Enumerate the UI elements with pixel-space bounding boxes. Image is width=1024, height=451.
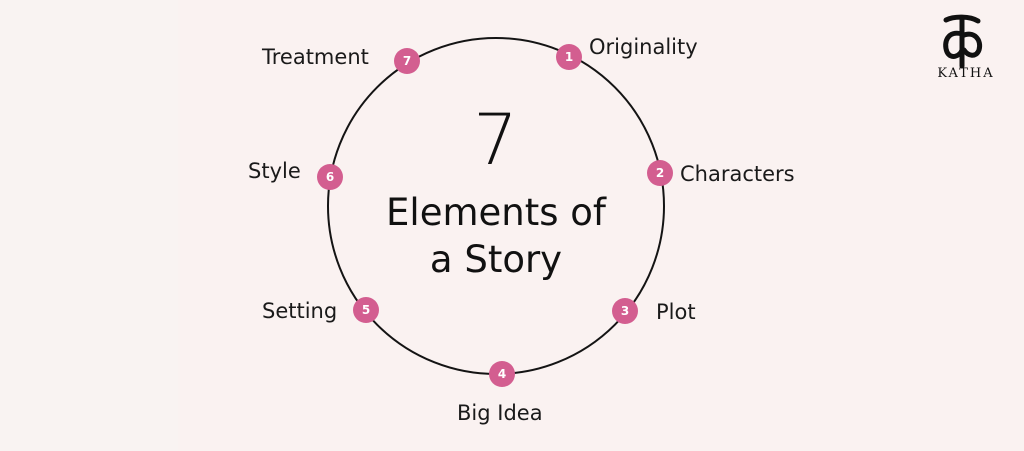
- element-node-6: 6: [317, 164, 343, 190]
- element-label-setting: Setting: [262, 299, 338, 323]
- element-node-4: 4: [489, 361, 515, 387]
- element-node-1: 1: [556, 44, 582, 70]
- center-title-line-2: a Story: [429, 238, 563, 281]
- background-band: [0, 0, 178, 451]
- katha-glyph-icon: [943, 14, 983, 69]
- element-label-plot: Plot: [656, 300, 696, 324]
- element-label-style: Style: [248, 159, 301, 183]
- element-node-2: 2: [647, 160, 673, 186]
- element-label-treatment: Treatment: [262, 45, 369, 69]
- element-node-3: 3: [612, 298, 638, 324]
- element-label-big-idea: Big Idea: [457, 401, 543, 425]
- element-label-originality: Originality: [589, 35, 698, 59]
- element-node-5: 5: [353, 297, 379, 323]
- katha-logo-text: KATHA: [937, 66, 995, 81]
- element-node-7: 7: [394, 48, 420, 74]
- center-title-line-1: Elements of: [386, 191, 606, 234]
- element-label-characters: Characters: [680, 162, 795, 186]
- center-number: 7: [473, 99, 519, 181]
